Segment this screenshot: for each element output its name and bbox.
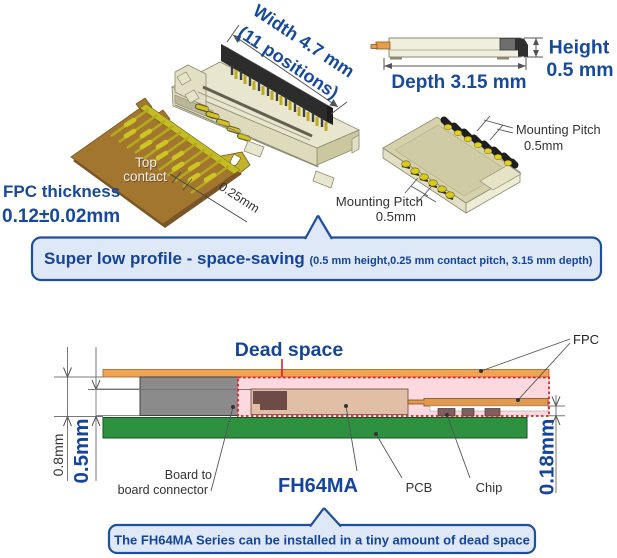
svg-text:Mounting Pitch: Mounting Pitch: [336, 194, 423, 209]
svg-text:contact: contact: [124, 170, 168, 185]
svg-text:Board to: Board to: [165, 468, 212, 482]
svg-text:0.5mm: 0.5mm: [524, 138, 563, 153]
svg-text:0.8mm: 0.8mm: [50, 434, 66, 477]
svg-text:FPC thickness: FPC thickness: [3, 182, 120, 201]
svg-text:Mounting Pitch: Mounting Pitch: [516, 122, 601, 137]
svg-text:Dead space: Dead space: [235, 339, 344, 361]
svg-text:Chip: Chip: [476, 480, 503, 495]
svg-text:board connector: board connector: [118, 483, 208, 497]
svg-text:0.12±0.02mm: 0.12±0.02mm: [2, 206, 120, 227]
svg-text:The FH64MA Series can be insta: The FH64MA Series can be installed in a …: [114, 533, 530, 548]
svg-text:0.5mm: 0.5mm: [70, 419, 93, 484]
svg-text:contact: contact: [123, 169, 167, 184]
svg-text:Top: Top: [135, 155, 157, 170]
svg-text:FH64MA: FH64MA: [278, 475, 358, 497]
svg-text:Depth 3.15 mm: Depth 3.15 mm: [391, 72, 526, 93]
svg-text:PCB: PCB: [406, 480, 433, 495]
svg-text:FPC: FPC: [573, 332, 599, 347]
svg-text:0.18mm: 0.18mm: [536, 419, 559, 495]
svg-text:Height: Height: [549, 37, 610, 59]
svg-text:Top: Top: [136, 156, 158, 171]
svg-text:0.5 mm: 0.5 mm: [546, 59, 613, 81]
svg-text:0.5mm: 0.5mm: [376, 209, 416, 224]
